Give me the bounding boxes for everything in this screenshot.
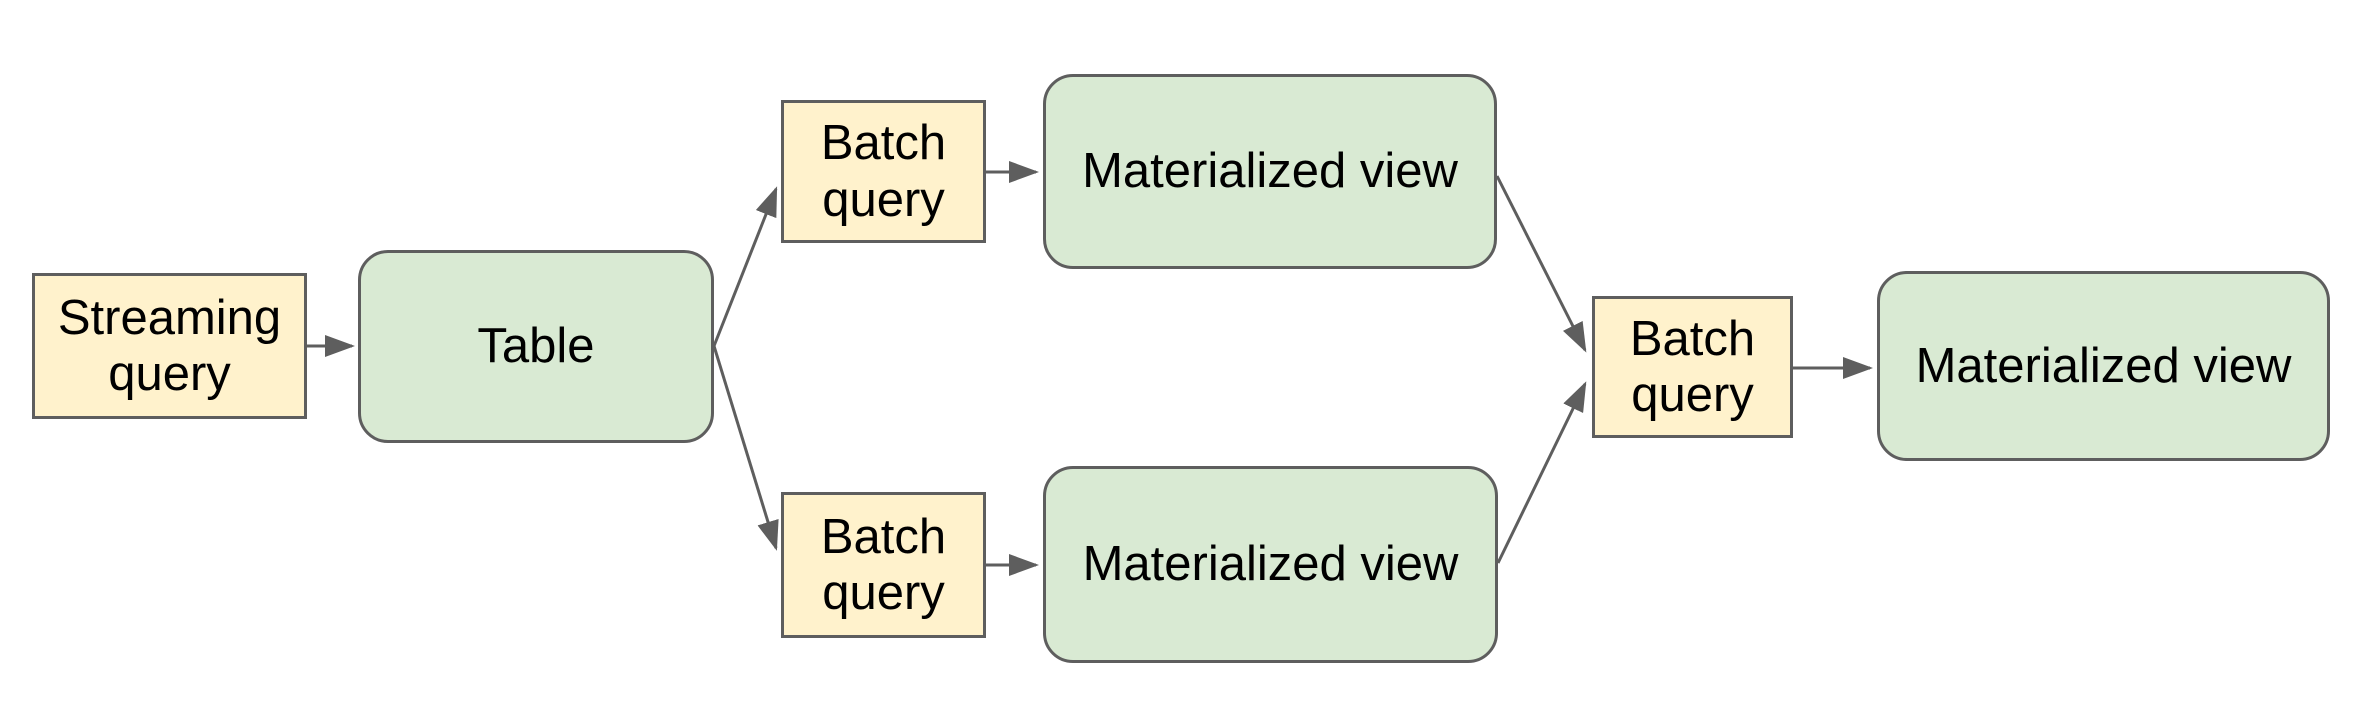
node-materialized-view-right: Materialized view <box>1877 271 2330 461</box>
node-table-label: Table <box>477 319 595 374</box>
node-materialized-view-bottom-label: Materialized view <box>1082 537 1459 592</box>
node-materialized-view-top-label: Materialized view <box>1082 144 1458 199</box>
node-batch-query-top: Batch query <box>781 100 986 243</box>
node-batch-query-bottom: Batch query <box>781 492 986 638</box>
node-table: Table <box>358 250 714 443</box>
node-materialized-view-bottom: Materialized view <box>1043 466 1498 663</box>
edge-materialized-view-top-to-batch-query-right <box>1495 175 1587 353</box>
node-streaming-query: Streaming query <box>32 273 307 419</box>
node-batch-query-bottom-label: Batch query <box>820 509 947 620</box>
node-streaming-query-label: Streaming query <box>57 290 282 401</box>
edge-table-to-batch-query-top <box>712 186 778 347</box>
node-batch-query-top-label: Batch query <box>820 116 947 227</box>
node-materialized-view-right-label: Materialized view <box>1915 338 2292 393</box>
node-batch-query-right-label: Batch query <box>1629 311 1756 422</box>
node-materialized-view-top: Materialized view <box>1043 74 1497 269</box>
edge-materialized-view-bottom-to-batch-query-right <box>1496 381 1587 564</box>
node-batch-query-right: Batch query <box>1592 296 1793 438</box>
edge-table-to-batch-query-bottom <box>712 345 779 551</box>
